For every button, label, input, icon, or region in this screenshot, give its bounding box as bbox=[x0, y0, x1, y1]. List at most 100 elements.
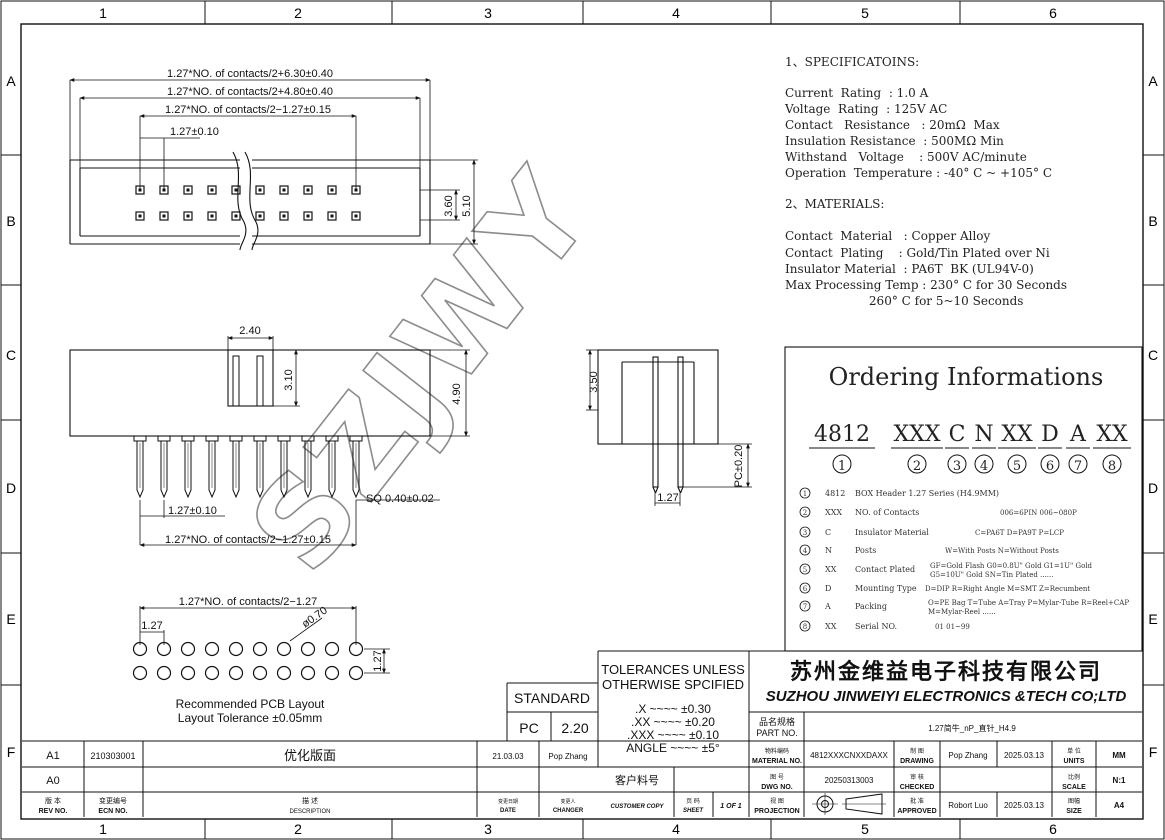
order-code-number: 8 bbox=[1108, 459, 1116, 474]
order-row-number: 8 bbox=[803, 623, 807, 631]
side-pin bbox=[253, 435, 267, 499]
col-label: 5 bbox=[861, 5, 869, 21]
material-label-cn: 物料编码 bbox=[765, 747, 789, 755]
order-row-number: 1 bbox=[803, 490, 807, 498]
pin-square bbox=[159, 185, 169, 195]
rev-header-en: REV NO. bbox=[39, 808, 68, 815]
top-view bbox=[69, 78, 478, 251]
checked-label-en: CHECKED bbox=[900, 784, 935, 791]
order-code-marker bbox=[1040, 454, 1060, 474]
top-view-pins bbox=[135, 185, 361, 221]
pcb-hole bbox=[300, 665, 316, 681]
side-pin bbox=[325, 435, 339, 499]
desc-header-en: DESCRIPTION bbox=[289, 809, 330, 815]
order-code-marker bbox=[1068, 454, 1088, 474]
side-pin bbox=[205, 435, 219, 499]
side-pin bbox=[349, 435, 363, 499]
dim-pcb-pitch: 1.27 bbox=[141, 620, 162, 632]
order-code: A bbox=[1069, 422, 1087, 447]
checked-label-cn: 审 核 bbox=[910, 773, 924, 781]
drawn-by: Pop Zhang bbox=[948, 751, 987, 760]
material-line: Max Processing Temp : 230° C for 30 Seco… bbox=[785, 278, 1067, 292]
order-row-number: 7 bbox=[803, 603, 807, 611]
slot-pin bbox=[232, 355, 240, 407]
order-row-marker bbox=[799, 487, 811, 499]
dim-end-pitch: 1.27 bbox=[657, 492, 678, 504]
projection-symbol-icon bbox=[812, 793, 886, 815]
tolerance-x: .X ~~~~ ±0.30 bbox=[635, 702, 711, 716]
drawing-label-cn: 制 图 bbox=[910, 747, 924, 755]
col-label: 1 bbox=[99, 821, 107, 837]
order-row-options: 006=6PIN 006~080P bbox=[1000, 509, 1077, 517]
row-label: C bbox=[1148, 347, 1158, 363]
pcb-hole bbox=[276, 665, 292, 681]
product-name: 1.27简牛_nP_直针_H4.9 bbox=[928, 723, 1016, 733]
changer-header-cn: 变更人 bbox=[560, 798, 575, 805]
projection-label-cn: 视 图 bbox=[770, 797, 784, 805]
tolerance-title-1: TOLERANCES UNLESS bbox=[601, 662, 745, 677]
order-row-marker bbox=[799, 563, 811, 575]
dim-top-inner: 1.27*NO. of contacts/2+4.80±0.40 bbox=[167, 86, 333, 98]
order-code: XX bbox=[1096, 422, 1128, 447]
order-row-code: XX bbox=[825, 565, 837, 574]
pin-square bbox=[255, 211, 265, 221]
spec-line: Current Rating : 1.0 A bbox=[785, 86, 929, 100]
changer-a1: Pop Zhang bbox=[548, 752, 587, 761]
col-label: 6 bbox=[1049, 5, 1057, 21]
order-row-name: BOX Header 1.27 Series (H4.9MM) bbox=[855, 489, 999, 498]
side-view bbox=[69, 336, 470, 547]
dwg-label-en: DWG NO. bbox=[761, 784, 793, 791]
units-label-cn: 单 位 bbox=[1067, 747, 1081, 755]
pcb-hole bbox=[132, 665, 148, 681]
dim-side-pitch: 1.27±0.10 bbox=[168, 505, 217, 517]
order-code-marker bbox=[1102, 454, 1122, 474]
side-view-pins bbox=[133, 435, 363, 499]
order-code: C bbox=[949, 422, 966, 447]
order-row-marker bbox=[799, 506, 811, 518]
side-pin bbox=[229, 435, 243, 499]
pcb-hole bbox=[156, 665, 172, 681]
dim-side-h: 4.90 bbox=[451, 383, 463, 404]
dim-side-slot-h: 3.10 bbox=[283, 369, 295, 390]
pcb-note-tolerance: Layout Tolerance ±0.05mm bbox=[178, 711, 322, 725]
col-label: 3 bbox=[484, 5, 492, 21]
company-name-en: SUZHOU JINWEIYI ELECTRONICS &TECH CO;LTD bbox=[766, 688, 1127, 705]
material-line: Contact Material : Copper Alloy bbox=[785, 229, 991, 243]
approved-label-en: APPROVED bbox=[897, 808, 936, 815]
company-name-cn: 苏州金维益电子科技有限公司 bbox=[790, 659, 1102, 685]
approved-date: 2025.03.13 bbox=[1004, 801, 1045, 810]
pin-square bbox=[231, 211, 241, 221]
tolerance-xx: .XX ~~~~ ±0.20 bbox=[631, 715, 715, 729]
pin-square bbox=[327, 211, 337, 221]
order-row-marker bbox=[799, 620, 811, 632]
order-row-options: GF=Gold Flash G0=0.8U" Gold G1=1U" Gold bbox=[930, 562, 1093, 570]
scale-label-cn: 比例 bbox=[1068, 773, 1080, 781]
order-row-code: A bbox=[824, 602, 831, 611]
projection-label-en: PROJECTION bbox=[754, 808, 800, 815]
spec-line: Insulation Resistance : 500MΩ Min bbox=[785, 134, 1004, 148]
dim-side-pins: 1.27*NO. of contacts/2−1.27±0.15 bbox=[165, 534, 331, 546]
dim-top-h1: 3.60 bbox=[443, 195, 455, 216]
order-row-number: 2 bbox=[803, 509, 807, 517]
order-row-number: 3 bbox=[803, 529, 807, 537]
drawing-label-en: DRAWING bbox=[900, 758, 934, 765]
order-row-name: Packing bbox=[855, 602, 887, 611]
drawn-date: 2025.03.13 bbox=[1004, 751, 1045, 760]
order-row-marker bbox=[799, 600, 811, 612]
material-line: 260° C for 5~10 Seconds bbox=[785, 294, 1023, 308]
order-row-name: Posts bbox=[855, 546, 876, 555]
order-code-marker bbox=[1007, 454, 1027, 474]
side-pin bbox=[157, 435, 171, 499]
side-view-slot-pins bbox=[232, 355, 264, 407]
order-row-name: Mounting Type bbox=[855, 584, 917, 593]
units-label-en: UNITS bbox=[1064, 758, 1085, 765]
row-label: E bbox=[6, 611, 15, 627]
specifications: 1、SPECIFICATOINS: Current Rating : 1.0 A… bbox=[784, 55, 1067, 308]
order-row-code: XX bbox=[825, 622, 837, 631]
changer-header-en: CHANGER bbox=[553, 808, 584, 814]
pcb-hole bbox=[180, 641, 196, 657]
order-code-marker bbox=[832, 454, 852, 474]
